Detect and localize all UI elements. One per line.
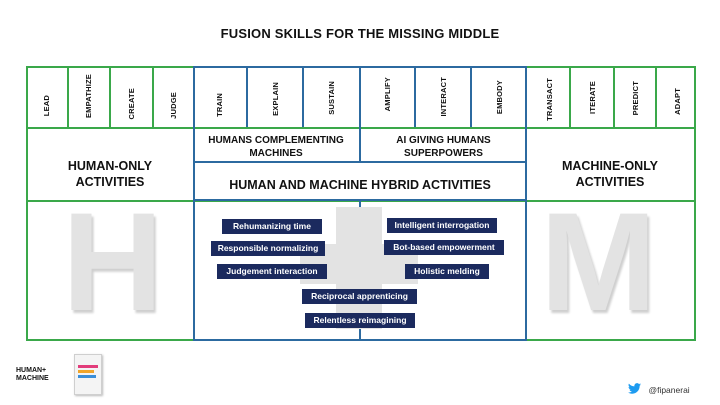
col-divider xyxy=(414,67,416,127)
skill-tag: Holistic melding xyxy=(405,264,489,279)
skill-lead: LEAD xyxy=(42,95,51,117)
machine-only-heading: MACHINE-ONLY ACTIVITIES xyxy=(561,159,659,189)
book-cover-image xyxy=(74,354,102,395)
skill-transact: TRANSACT xyxy=(545,78,554,121)
skill-tag: Bot-based empowerment xyxy=(384,240,504,255)
col-divider xyxy=(655,67,657,127)
skill-tag: Rehumanizing time xyxy=(222,219,322,234)
skill-create: CREATE xyxy=(127,88,136,120)
diagram-title: FUSION SKILLS FOR THE MISSING MIDDLE xyxy=(220,26,500,41)
twitter-icon xyxy=(628,381,641,399)
humans-complementing-heading: HUMANS COMPLEMENTING MACHINES xyxy=(208,135,344,159)
skill-adapt: ADAPT xyxy=(673,88,682,115)
hybrid-center-divider xyxy=(359,67,361,161)
col-divider xyxy=(152,67,154,127)
row-divider-bottom xyxy=(27,200,695,202)
skill-explain: EXPLAIN xyxy=(271,82,280,116)
col-divider xyxy=(569,67,571,127)
skill-iterate: ITERATE xyxy=(588,81,597,114)
row-divider-top xyxy=(27,127,695,129)
skill-sustain: SUSTAIN xyxy=(327,81,336,115)
hybrid-heading: HUMAN AND MACHINE HYBRID ACTIVITIES xyxy=(229,178,491,192)
skill-tag: Intelligent interrogation xyxy=(387,218,497,233)
skill-tag: Reciprocal apprenticing xyxy=(302,289,417,304)
skill-tag: Relentless reimagining xyxy=(305,313,415,328)
col-divider xyxy=(67,67,69,127)
skill-tag: Judgement interaction xyxy=(217,264,327,279)
skill-amplify: AMPLIFY xyxy=(383,77,392,112)
hybrid-title-box xyxy=(193,161,527,201)
human-only-heading: HUMAN-ONLY ACTIVITIES xyxy=(67,159,153,189)
logo: HUMAN+ MACHINE xyxy=(16,367,49,382)
col-divider xyxy=(246,67,248,127)
letter-m: M xyxy=(540,183,657,340)
skill-train: TRAIN xyxy=(215,93,224,117)
skill-interact: INTERACT xyxy=(439,77,448,117)
col-divider xyxy=(109,67,111,127)
col-divider xyxy=(302,67,304,127)
skill-tag: Responsible normalizing xyxy=(211,241,325,256)
ai-giving-heading: AI GIVING HUMANS SUPERPOWERS xyxy=(396,135,491,159)
twitter-handle-text: @fipanerai xyxy=(648,385,690,395)
col-divider xyxy=(613,67,615,127)
twitter-handle: @fipanerai xyxy=(628,381,690,395)
skill-judge: JUDGE xyxy=(169,92,178,119)
skill-embody: EMBODY xyxy=(495,80,504,115)
col-divider xyxy=(470,67,472,127)
skill-empathize: EMPATHIZE xyxy=(84,74,93,119)
letter-h: H xyxy=(62,183,164,340)
skill-predict: PREDICT xyxy=(631,81,640,116)
